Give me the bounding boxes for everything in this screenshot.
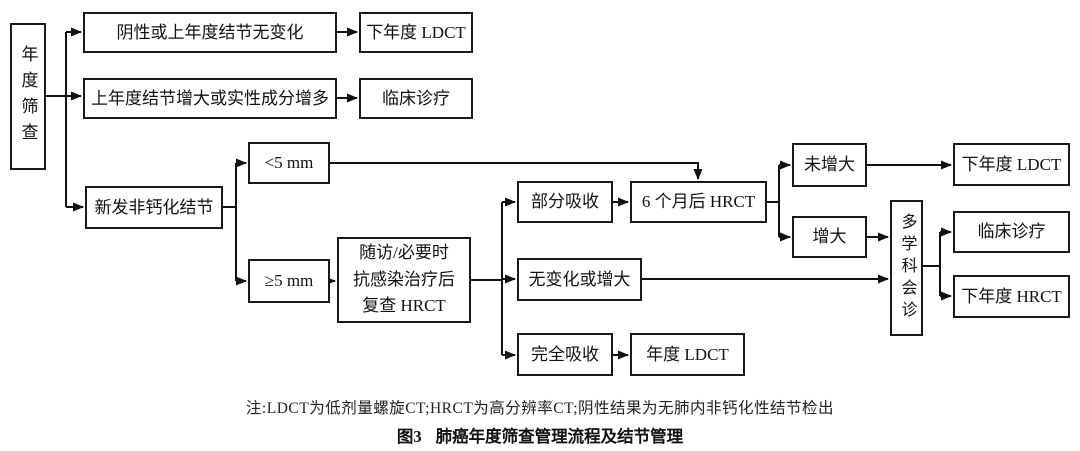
figure-caption-title: 肺癌年度筛查管理流程及结节管理 [435, 427, 684, 446]
followup-line3: 复查 HRCT [362, 296, 446, 316]
node-clinical-care-right: 临床诊疗 [953, 211, 1070, 253]
node-annual-ldct: 年度 LDCT [630, 333, 745, 376]
node-enlarged: 增大 [792, 216, 867, 258]
figure-note: 注:LDCT为低剂量螺旋CT;HRCT为高分辨率CT;阴性结果为无肺内非钙化性结… [245, 400, 835, 417]
node-hrct-6-months: 6 个月后 HRCT [630, 181, 767, 223]
node-not-enlarged: 未增大 [792, 143, 867, 187]
figure-caption-label: 图3 [396, 427, 422, 446]
followup-line2: 抗感染治疗后 [353, 269, 455, 289]
node-negative-or-no-change: 阴性或上年度结节无变化 [83, 12, 337, 53]
node-annual-screening: 年度筛查 [10, 23, 46, 170]
node-prior-nodule-enlarged: 上年度结节增大或实性成分增多 [83, 78, 337, 119]
node-multidisciplinary-consultation: 多学科会诊 [890, 200, 923, 336]
node-no-change-or-enlarged: 无变化或增大 [517, 258, 642, 301]
node-new-noncalcified-nodule: 新发非钙化结节 [85, 186, 223, 229]
node-followup-anti-infection: 随访/必要时 抗感染治疗后 复查 HRCT [337, 237, 471, 323]
figure-caption: 图3 肺癌年度筛查管理流程及结节管理 [0, 423, 1080, 447]
followup-line1: 随访/必要时 [359, 243, 449, 263]
node-complete-absorption: 完全吸收 [517, 333, 613, 376]
node-next-year-ldct-right: 下年度 LDCT [953, 143, 1070, 186]
node-partial-absorption: 部分吸收 [517, 181, 613, 223]
flow-connectors [46, 27, 952, 360]
node-greater-equal-5mm: ≥5 mm [248, 259, 330, 303]
node-clinical-care-top: 临床诊疗 [359, 78, 473, 119]
node-less-than-5mm: <5 mm [248, 142, 330, 184]
node-next-year-ldct-top: 下年度 LDCT [359, 12, 473, 53]
node-next-year-hrct: 下年度 HRCT [953, 275, 1070, 318]
